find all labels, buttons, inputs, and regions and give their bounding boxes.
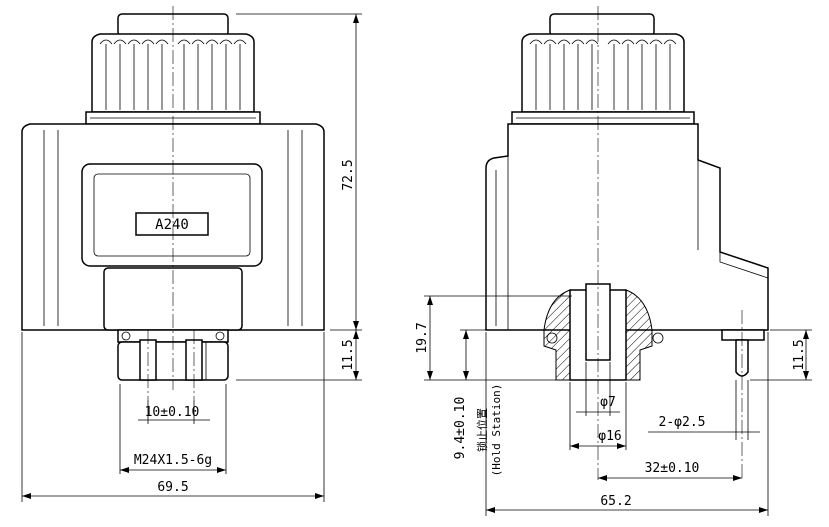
dim-inner-dia: φ7 [600, 395, 616, 410]
hold-station-label-cn: 锁止位置 [475, 408, 489, 452]
section-right [625, 289, 653, 381]
dim-pin-dia: 2-φ2.5 [659, 415, 706, 430]
dim-thread: M24X1.5-6g [134, 453, 212, 468]
dim-side-connector-height: 11.5 [792, 339, 807, 370]
label-plate-text: A240 [155, 217, 189, 233]
dim-front-connector-height: 11.5 [341, 339, 356, 370]
label-plate [135, 212, 209, 236]
dim-side-overall-width: 65.2 [600, 494, 631, 509]
dim-hold-position: 9.4±0.10 [453, 397, 468, 460]
dim-front-overall-width: 69.5 [157, 480, 188, 495]
side-view [485, 6, 769, 480]
dim-seat-depth: 19.7 [415, 322, 430, 353]
dim-overall-height: 72.5 [341, 159, 356, 190]
hold-station-label-en: (Hold Station) [490, 384, 503, 477]
side-knurled-nut [521, 33, 685, 113]
front-view: A240 [21, 6, 325, 400]
side-top-cap [549, 13, 655, 37]
dim-pin-offset: 32±0.10 [645, 461, 700, 476]
section-left [543, 289, 571, 381]
side-dimensions: 19.7 9.4±0.10 锁止位置 (Hold Station) 11.5 φ… [415, 295, 812, 516]
side-pin-base [721, 329, 765, 341]
side-main-body [485, 123, 769, 331]
dim-pin-pitch: 10±0.10 [145, 405, 200, 420]
dim-outer-dia: φ16 [598, 429, 621, 444]
front-dimensions: 72.5 11.5 10±0.10 M24X1.5-6g 69.5 [21, 13, 362, 502]
front-window-plate [81, 163, 263, 267]
